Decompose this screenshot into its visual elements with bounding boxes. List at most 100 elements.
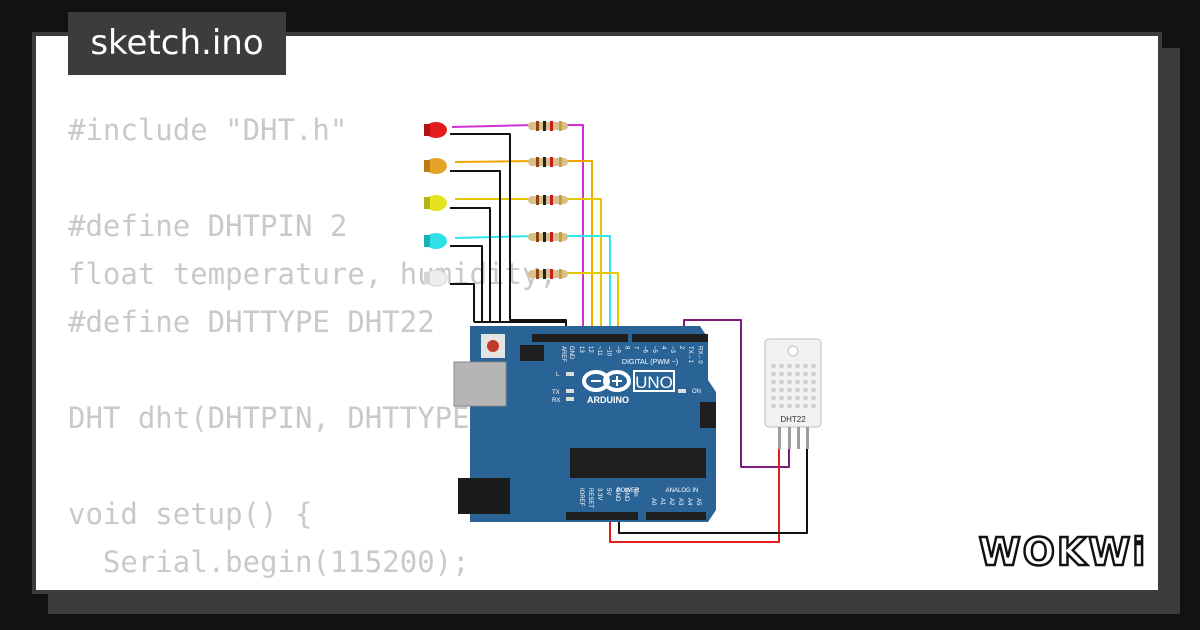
wire-dht-gnd: [618, 448, 808, 534]
pin-label: GND: [614, 488, 620, 502]
wokwi-logo-text: WOKWi: [979, 530, 1148, 574]
pin-label: 3.3V: [596, 488, 602, 500]
pin-label: TX→1: [687, 346, 693, 364]
wire-cyan-pin: [565, 235, 611, 337]
pin-label: 5V: [605, 488, 611, 495]
pin-label: GND: [623, 488, 629, 502]
pin-label: 8: [624, 346, 630, 350]
pin-label: IOREF: [578, 488, 584, 507]
rx-label: RX: [552, 398, 560, 404]
pin-label: RESET: [587, 488, 593, 508]
vent-hole: [795, 396, 800, 400]
digital-header-right: [632, 334, 708, 342]
led-red[interactable]: [424, 122, 447, 138]
pin-label: A5: [695, 498, 701, 506]
led-cyan[interactable]: [424, 233, 447, 249]
vent-hole: [787, 396, 792, 400]
wire-red-led: [451, 124, 536, 128]
dht22-sensor[interactable]: DHT22: [764, 338, 822, 449]
vent-hole: [795, 388, 800, 392]
vent-hole: [803, 364, 808, 368]
vent-hole: [787, 364, 792, 368]
l-label: L: [556, 372, 560, 378]
wire-yellow-pin: [565, 198, 602, 337]
pin-label: ~11: [596, 346, 602, 356]
board-model: UNO: [635, 373, 673, 392]
vent-hole: [787, 372, 792, 376]
vent-hole: [795, 404, 800, 408]
vent-hole: [771, 396, 776, 400]
wokwi-logo: WOKWi: [977, 529, 1148, 576]
file-tab[interactable]: sketch.ino: [68, 12, 286, 75]
led-yellow[interactable]: [424, 195, 447, 211]
pin-label: 12: [587, 346, 593, 353]
dht-vent-grid: [771, 364, 816, 408]
led-orange[interactable]: [424, 158, 447, 174]
code-line: #include "DHT.h": [68, 113, 348, 147]
code-line: Serial.begin(115200);: [68, 545, 470, 579]
pin-label: Vin: [632, 488, 638, 497]
vent-hole: [803, 404, 808, 408]
vent-hole: [779, 372, 784, 376]
on-label: ON: [692, 389, 701, 395]
digital-header-left: [532, 334, 628, 342]
tx-label: TX: [552, 390, 560, 396]
vent-hole: [803, 396, 808, 400]
resistors: [528, 121, 568, 279]
wire-gnd-1: [450, 133, 567, 337]
vent-hole: [779, 364, 784, 368]
vent-hole: [787, 380, 792, 384]
vent-hole: [771, 372, 776, 376]
pin-label: ~9: [614, 346, 620, 354]
pin-label: A3: [677, 498, 683, 506]
usb-port: [453, 361, 507, 407]
vent-hole: [795, 380, 800, 384]
vent-hole: [811, 404, 816, 408]
pin-label: 13: [578, 346, 584, 353]
vent-hole: [795, 364, 800, 368]
pin-label: A1: [659, 498, 665, 506]
wire-white-pin: [565, 272, 619, 337]
wire-dht-vcc: [609, 448, 780, 543]
vent-hole: [771, 380, 776, 384]
arduino-board[interactable]: UNO ARDUINO DIGITAL (PWM ~) POWER ANALOG…: [453, 326, 716, 522]
gnd-label: GND: [568, 346, 574, 360]
analog-label: ANALOG IN: [666, 488, 699, 494]
wire-gnd-5: [450, 283, 475, 322]
wire-orange-led: [454, 160, 536, 163]
vent-hole: [779, 404, 784, 408]
vent-hole: [771, 404, 776, 408]
pin-label: ~5: [651, 346, 657, 354]
vent-hole: [811, 372, 816, 376]
board-brand: ARDUINO: [587, 395, 629, 405]
wire-gnd-2: [450, 170, 501, 322]
vent-hole: [787, 404, 792, 408]
analog-header: [646, 512, 706, 520]
wire-gnd-4: [450, 245, 483, 322]
power-jack: [458, 478, 510, 514]
vent-hole: [779, 396, 784, 400]
pin-label: ~3: [669, 346, 675, 354]
pin-label: A4: [686, 498, 692, 506]
vent-hole: [811, 396, 816, 400]
wire-gnd-3: [450, 207, 491, 322]
code-line: void setup() {: [68, 497, 313, 531]
vent-hole: [779, 388, 784, 392]
power-label: POWER: [617, 488, 640, 494]
vent-hole: [811, 364, 816, 368]
pin-label: RX←0: [696, 346, 702, 364]
led-white[interactable]: [424, 269, 448, 287]
pin-label: A0: [650, 498, 656, 506]
leds: [424, 122, 448, 287]
pin-label: A2: [668, 498, 674, 506]
wire-orange-pin: [565, 160, 593, 337]
pin-label: ~10: [605, 346, 611, 357]
vent-hole: [795, 372, 800, 376]
vent-hole: [779, 380, 784, 384]
pin-label: 4: [660, 346, 666, 350]
